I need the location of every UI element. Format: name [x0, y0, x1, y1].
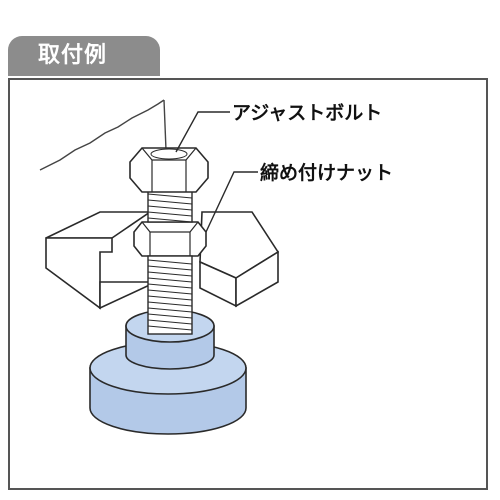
lock-nut: [133, 221, 207, 257]
figure-frame: [8, 78, 488, 490]
bolt-thread: [147, 189, 193, 335]
label-lock-nut: 締め付けナット: [260, 162, 394, 184]
bolt-head: [129, 147, 209, 193]
label-adjust-bolt: アジャストボルト: [232, 102, 383, 124]
title-tab: 取付例: [8, 36, 160, 76]
leader-line-bolt: [175, 111, 230, 153]
wall-edge: [163, 99, 167, 151]
title-tab-label: 取付例: [38, 43, 108, 68]
wall-sketch: [39, 99, 165, 171]
mounting-plate: [45, 211, 280, 310]
leader-line-nut: [205, 171, 258, 233]
installation-diagram: [39, 99, 280, 435]
